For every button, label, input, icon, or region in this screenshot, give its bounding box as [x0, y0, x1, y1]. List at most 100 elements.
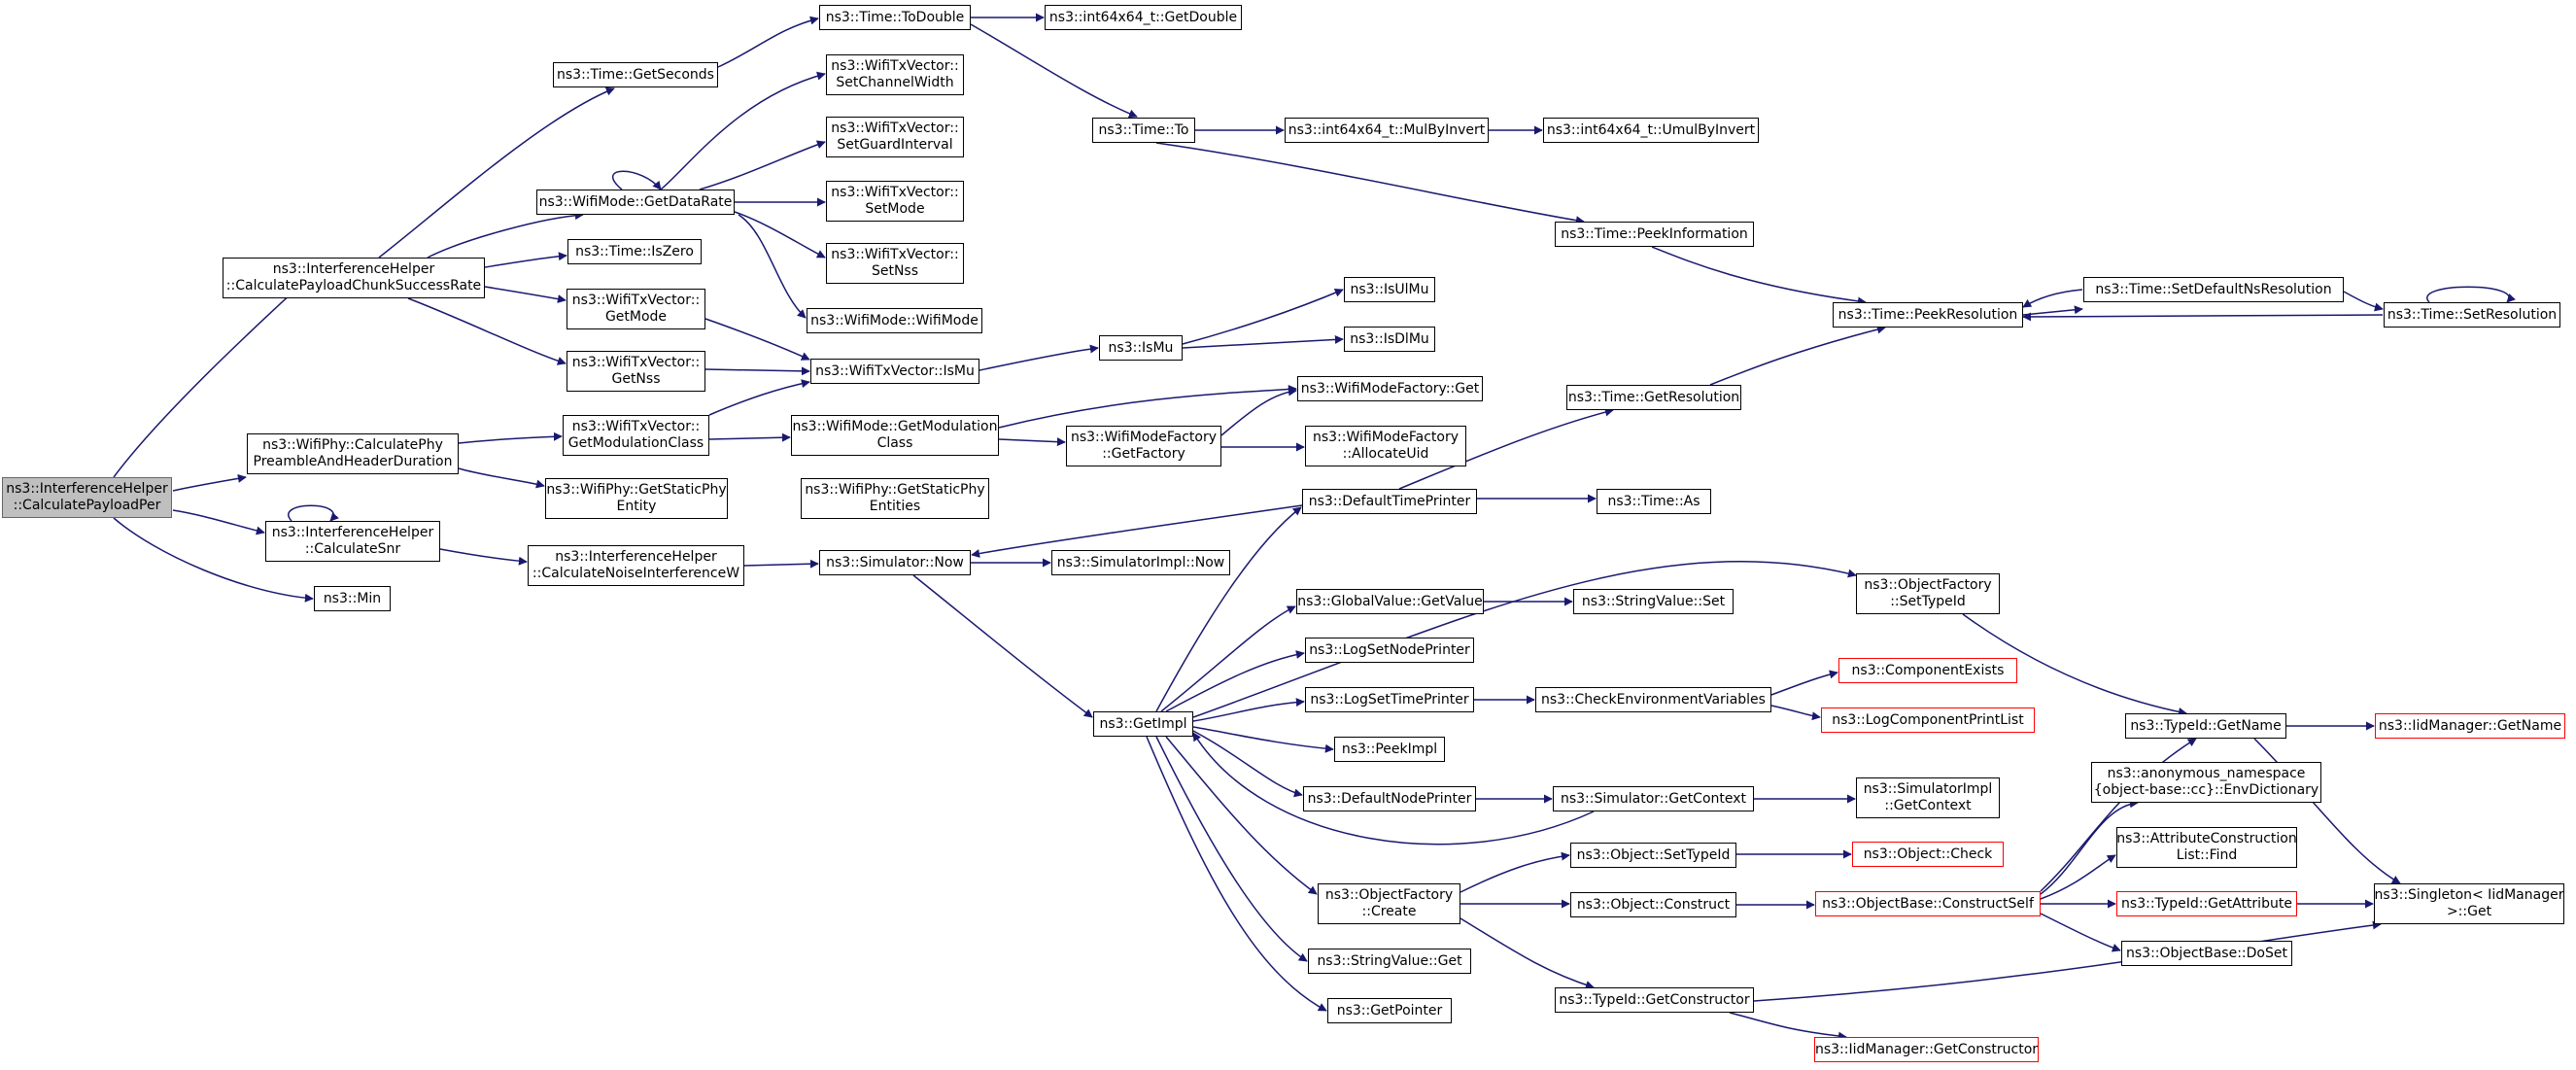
node-time-iszero[interactable]: ns3::Time::IsZero: [567, 239, 702, 264]
node-wifitxvector-setguardinterval[interactable]: ns3::WifiTxVector:: SetGuardInterval: [826, 117, 964, 157]
node-iidmanager-getconstructor[interactable]: ns3::IidManager::GetConstructor: [1814, 1037, 2039, 1062]
node-wifitxvector-getmode[interactable]: ns3::WifiTxVector:: GetMode: [567, 289, 705, 329]
node-wifiphy-getstaticphyentity[interactable]: ns3::WifiPhy::GetStaticPhy Entity: [545, 478, 728, 519]
node-wifimodefactory-getfactory[interactable]: ns3::WifiModeFactory ::GetFactory: [1066, 426, 1221, 466]
node-defaultnodeprinter[interactable]: ns3::DefaultNodePrinter: [1303, 786, 1476, 811]
node-time-setresolution[interactable]: ns3::Time::SetResolution: [2384, 302, 2560, 328]
call-edge: [484, 252, 567, 268]
node-attributeconstructionlist-find[interactable]: ns3::AttributeConstruction List::Find: [2116, 827, 2297, 868]
node-globalvalue-getvalue[interactable]: ns3::GlobalValue::GetValue: [1296, 589, 1484, 614]
node-stringvalue-get[interactable]: ns3::StringValue::Get: [1308, 949, 1471, 974]
call-edge: [2022, 312, 2384, 322]
call-edge: [113, 517, 314, 603]
node-wifitxvector-getnss[interactable]: ns3::WifiTxVector:: GetNss: [567, 351, 705, 392]
call-edge: [1155, 736, 1308, 962]
node-componentexists[interactable]: ns3::ComponentExists: [1838, 658, 2017, 683]
call-edge: [1770, 705, 1821, 721]
call-edge: [708, 379, 810, 416]
node-wifimode-getdatarate[interactable]: ns3::WifiMode::GetDataRate: [536, 190, 735, 215]
node-int64x64-mulbyinvert[interactable]: ns3::int64x64_t::MulByInvert: [1285, 118, 1489, 143]
node-logcomponentprintlist[interactable]: ns3::LogComponentPrintList: [1821, 708, 2035, 733]
call-edge: [699, 140, 826, 190]
node-wifimode-wifimode[interactable]: ns3::WifiMode::WifiMode: [807, 308, 982, 333]
node-interferencehelper-calculatesnr[interactable]: ns3::InterferenceHelper ::CalculateSnr: [265, 521, 440, 562]
call-edge: [1192, 730, 1303, 798]
call-edge: [484, 286, 567, 303]
node-defaulttimeprinter[interactable]: ns3::DefaultTimePrinter: [1302, 489, 1477, 514]
node-interferencehelper-calculatepayloadper: ns3::InterferenceHelper ::CalculatePaylo…: [2, 477, 172, 518]
node-typeid-getconstructor[interactable]: ns3::TypeId::GetConstructor: [1555, 987, 1754, 1013]
node-objectbase-constructself[interactable]: ns3::ObjectBase::ConstructSelf: [1815, 891, 2041, 916]
node-int64x64-umulbyinvert[interactable]: ns3::int64x64_t::UmulByInvert: [1543, 118, 1759, 143]
node-getpointer[interactable]: ns3::GetPointer: [1327, 998, 1452, 1023]
node-singleton-iidmanager-get[interactable]: ns3::Singleton< IidManager >::Get: [2374, 883, 2564, 924]
call-edge: [738, 214, 807, 319]
node-object-construct[interactable]: ns3::Object::Construct: [1570, 892, 1736, 917]
node-wifimodefactory-allocateuid[interactable]: ns3::WifiModeFactory ::AllocateUid: [1305, 426, 1466, 466]
node-isulmu[interactable]: ns3::IsUlMu: [1344, 277, 1435, 302]
node-time-todouble[interactable]: ns3::Time::ToDouble: [819, 5, 971, 30]
node-wifitxvector-setnss[interactable]: ns3::WifiTxVector:: SetNss: [826, 243, 964, 284]
node-min[interactable]: ns3::Min: [314, 586, 391, 611]
node-getimpl[interactable]: ns3::GetImpl: [1093, 711, 1193, 737]
call-edge: [458, 431, 563, 444]
node-logsettimeprinter[interactable]: ns3::LogSetTimePrinter: [1305, 687, 1474, 712]
call-edge: [2040, 854, 2116, 900]
call-edge: [660, 71, 826, 190]
node-time-setdefaultnsresolution[interactable]: ns3::Time::SetDefaultNsResolution: [2083, 277, 2344, 302]
node-typeid-getname[interactable]: ns3::TypeId::GetName: [2125, 713, 2286, 739]
node-int64x64-getdouble[interactable]: ns3::int64x64_t::GetDouble: [1045, 5, 1242, 30]
node-simulator-getcontext[interactable]: ns3::Simulator::GetContext: [1553, 786, 1754, 811]
call-edge: [1155, 142, 1585, 225]
node-time-peekinformation[interactable]: ns3::Time::PeekInformation: [1555, 222, 1754, 247]
node-wifimode-getmodulationclass[interactable]: ns3::WifiMode::GetModulation Class: [791, 415, 999, 456]
node-envdictionary[interactable]: ns3::anonymous_namespace {object-base::c…: [2091, 762, 2321, 803]
node-calculatenoiseinterferencew[interactable]: ns3::InterferenceHelper ::CalculateNoise…: [528, 545, 744, 586]
node-peekimpl[interactable]: ns3::PeekImpl: [1334, 737, 1445, 762]
node-object-check[interactable]: ns3::Object::Check: [1852, 842, 2004, 867]
call-edge: [912, 574, 1093, 718]
call-edge: [1182, 334, 1344, 349]
call-edge: [2426, 286, 2516, 303]
node-isdlmu[interactable]: ns3::IsDlMu: [1344, 327, 1435, 352]
node-time-as[interactable]: ns3::Time::As: [1597, 489, 1711, 514]
node-objectfactory-create[interactable]: ns3::ObjectFactory ::Create: [1318, 883, 1460, 924]
call-edge: [1651, 246, 1867, 306]
call-edge: [1192, 726, 1334, 753]
node-time-getseconds[interactable]: ns3::Time::GetSeconds: [553, 62, 718, 87]
node-wifitxvector-getmodulationclass[interactable]: ns3::WifiTxVector:: GetModulationClass: [563, 415, 709, 456]
node-time-to[interactable]: ns3::Time::To: [1092, 118, 1195, 143]
node-logsetnodeprinter[interactable]: ns3::LogSetNodePrinter: [1305, 638, 1474, 663]
call-edge: [427, 211, 584, 259]
node-time-peekresolution[interactable]: ns3::Time::PeekResolution: [1833, 302, 2023, 328]
call-edge: [2040, 799, 2139, 895]
node-ismu[interactable]: ns3::IsMu: [1099, 335, 1183, 361]
call-edge: [1962, 613, 2187, 716]
node-iidmanager-getname[interactable]: ns3::IidManager::GetName: [2375, 713, 2565, 739]
call-edges: [113, 13, 2516, 1041]
node-simulator-now[interactable]: ns3::Simulator::Now: [819, 550, 971, 575]
node-wifitxvector-ismu[interactable]: ns3::WifiTxVector::IsMu: [810, 359, 979, 384]
node-wifitxvector-setchannelwidth[interactable]: ns3::WifiTxVector:: SetChannelWidth: [826, 54, 964, 95]
call-edge: [1155, 506, 1302, 712]
call-edge: [407, 297, 567, 365]
node-wifiphy-getstaticphyentities[interactable]: ns3::WifiPhy::GetStaticPhy Entities: [801, 478, 989, 519]
node-stringvalue-set[interactable]: ns3::StringValue::Set: [1573, 589, 1734, 614]
node-wifimodefactory-get[interactable]: ns3::WifiModeFactory::Get: [1297, 376, 1483, 401]
call-edge: [708, 432, 791, 442]
node-objectbase-doset[interactable]: ns3::ObjectBase::DoSet: [2121, 941, 2292, 966]
call-edge: [458, 467, 545, 489]
node-simulatorimpl-now[interactable]: ns3::SimulatorImpl::Now: [1051, 550, 1230, 575]
node-checkenvironmentvariables[interactable]: ns3::CheckEnvironmentVariables: [1535, 687, 1771, 712]
node-objectfactory-settypeid[interactable]: ns3::ObjectFactory ::SetTypeId: [1856, 573, 2000, 614]
call-edge: [1460, 851, 1570, 893]
node-wifitxvector-setmode[interactable]: ns3::WifiTxVector:: SetMode: [826, 181, 964, 222]
node-calculatephypreambleandheaderduration[interactable]: ns3::WifiPhy::CalculatePhy PreambleAndHe…: [247, 433, 459, 474]
node-simulatorimpl-getcontext[interactable]: ns3::SimulatorImpl ::GetContext: [1856, 777, 2000, 818]
node-calculatepayloadchunksuccessrate[interactable]: ns3::InterferenceHelper ::CalculatePaylo…: [223, 258, 485, 298]
node-object-settypeid[interactable]: ns3::Object::SetTypeId: [1570, 843, 1736, 868]
node-typeid-getattribute[interactable]: ns3::TypeId::GetAttribute: [2116, 891, 2297, 916]
call-edge: [717, 16, 819, 68]
node-time-getresolution[interactable]: ns3::Time::GetResolution: [1566, 385, 1741, 410]
